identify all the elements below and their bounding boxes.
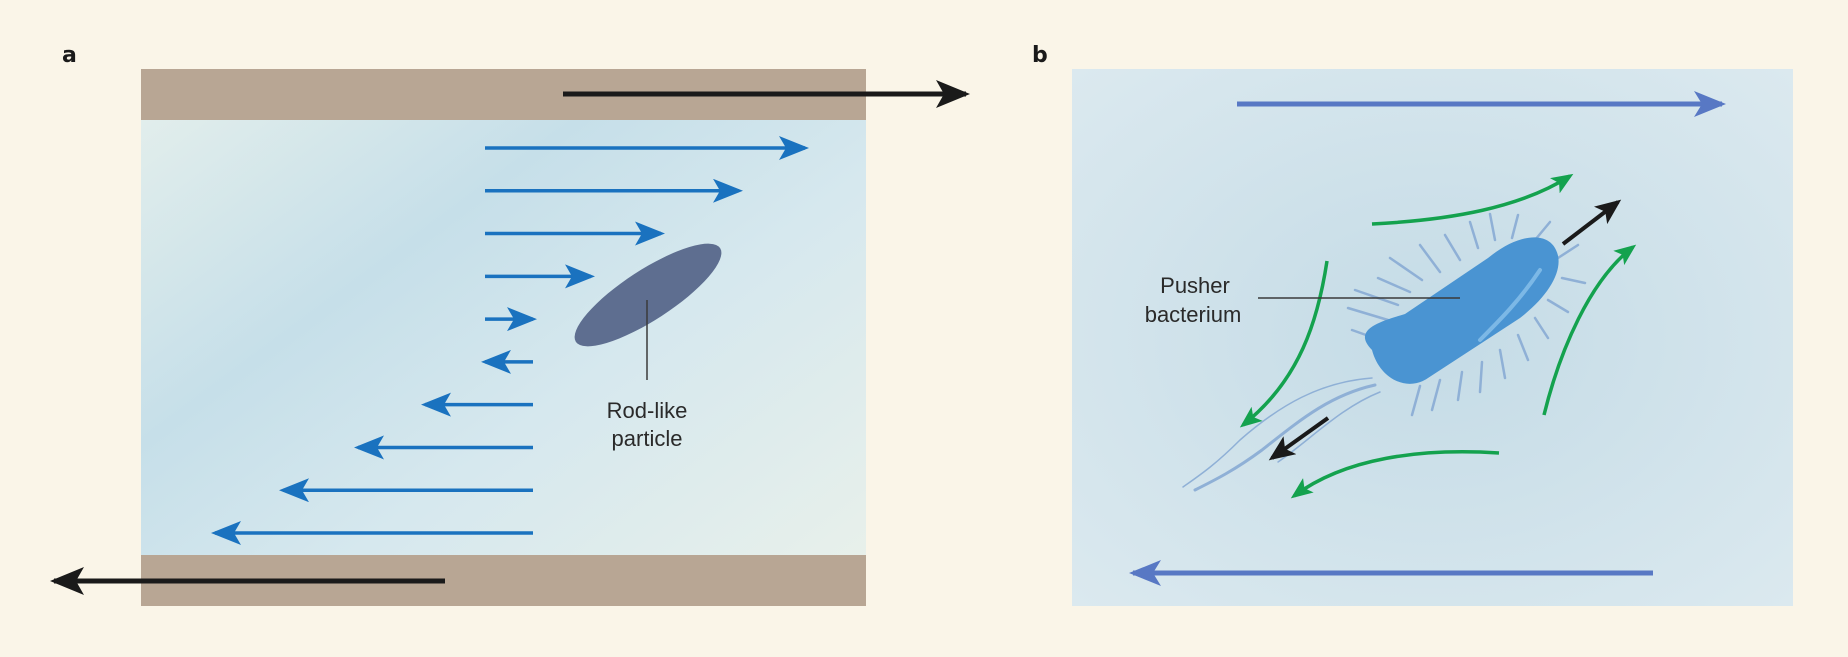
rod-like-particle [574, 243, 722, 347]
panel-a-fluid [141, 69, 866, 606]
panel-b: b [1032, 43, 1793, 606]
pusher-bacterium [1364, 237, 1559, 384]
panel-a-letter: a [62, 43, 77, 68]
panel-a: a Rod-like particle [50, 43, 970, 606]
forward-force-arrow [1561, 199, 1622, 246]
eddy-arrow-left [1239, 260, 1329, 428]
bacterium-pili [1346, 212, 1587, 417]
particle-label-line2: particle [612, 426, 683, 451]
eddy-arrow-bottom [1290, 450, 1500, 499]
eddy-arrow-top [1371, 173, 1574, 226]
bacterium-label-line2: bacterium [1145, 302, 1242, 327]
eddy-arrow-right [1542, 244, 1637, 416]
panel-b-letter: b [1032, 43, 1048, 68]
bacterium-highlight [1478, 268, 1542, 342]
particle-label-line1: Rod-like [607, 398, 688, 423]
backward-force-arrow [1268, 416, 1330, 461]
bacterium-label-line1: Pusher [1160, 273, 1230, 298]
flow-velocity-arrows [211, 136, 809, 545]
